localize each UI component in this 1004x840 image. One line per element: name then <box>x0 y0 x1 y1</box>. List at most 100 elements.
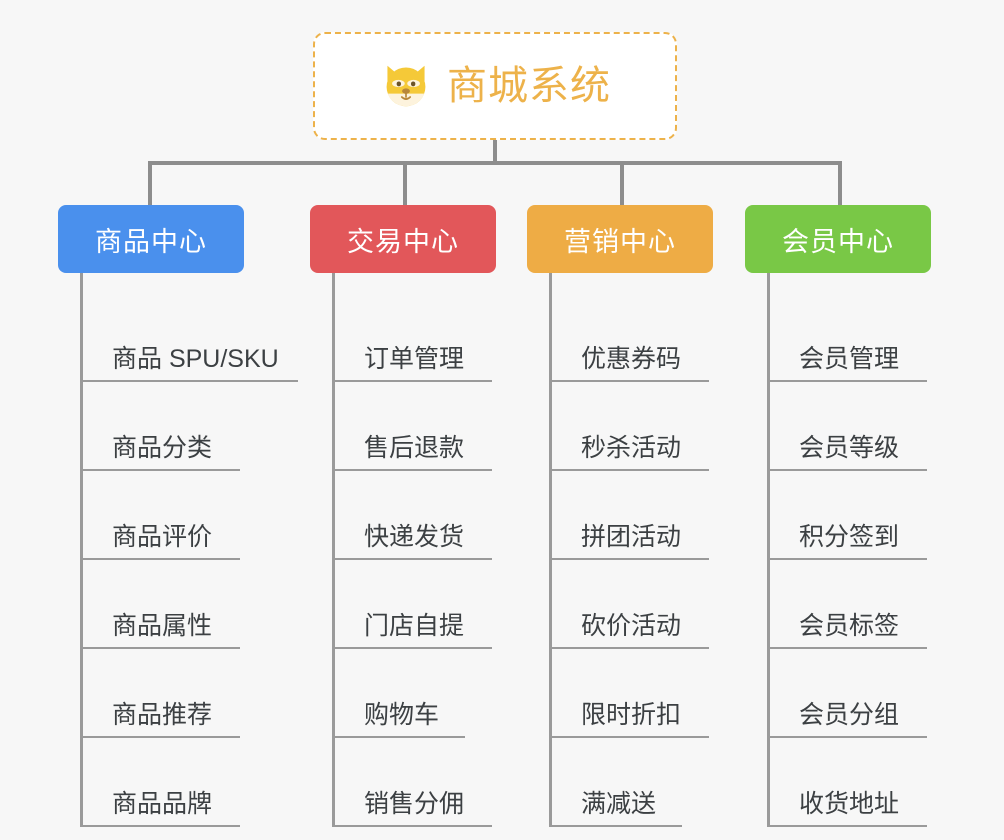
list-item[interactable]: 商品推荐 <box>80 649 244 738</box>
leaf-label: 商品分类 <box>112 433 213 462</box>
leaf-underline <box>332 469 492 471</box>
leaf-label: 限时折扣 <box>581 700 682 729</box>
leaf-label: 售后退款 <box>364 433 465 462</box>
leaf-label: 会员管理 <box>799 344 900 373</box>
leaf-label: 门店自提 <box>364 611 465 640</box>
leaf-label: 快递发货 <box>364 522 465 551</box>
category-header-1-label: 商品中心 <box>95 226 207 257</box>
leaf-label: 收货地址 <box>799 789 900 818</box>
connector-drop-column-1 <box>148 161 152 207</box>
list-item[interactable]: 商品品牌 <box>80 738 244 827</box>
category-header-1[interactable]: 商品中心 <box>58 205 244 273</box>
list-item[interactable]: 限时折扣 <box>549 649 713 738</box>
connector-horizontal-bus <box>148 161 842 165</box>
list-item[interactable]: 门店自提 <box>332 560 496 649</box>
leaf-label: 购物车 <box>364 700 440 729</box>
leaf-label: 砍价活动 <box>581 611 682 640</box>
leaf-underline <box>767 558 927 560</box>
leaf-list-3: 优惠券码 秒杀活动 拼团活动 砍价活动 限时折扣 满减送 <box>549 273 713 827</box>
leaf-underline <box>549 469 709 471</box>
leaf-label: 商品评价 <box>112 522 213 551</box>
leaf-underline <box>549 380 709 382</box>
connector-drop-column-3 <box>620 161 624 207</box>
leaf-label: 会员分组 <box>799 700 900 729</box>
list-item[interactable]: 优惠券码 <box>549 293 713 382</box>
leaf-label: 商品属性 <box>112 611 213 640</box>
list-item[interactable]: 售后退款 <box>332 382 496 471</box>
root-node-mall-system[interactable]: 商城系统 <box>313 32 677 140</box>
leaf-label: 秒杀活动 <box>581 433 682 462</box>
list-item[interactable]: 会员等级 <box>767 382 931 471</box>
category-header-3-label: 营销中心 <box>564 226 676 257</box>
spine-column-4 <box>767 273 770 827</box>
leaf-label: 会员标签 <box>799 611 900 640</box>
leaf-label: 会员等级 <box>799 433 900 462</box>
leaf-label: 满减送 <box>581 789 657 818</box>
leaf-underline <box>549 647 709 649</box>
list-item[interactable]: 购物车 <box>332 649 496 738</box>
leaf-underline <box>767 647 927 649</box>
branch-column-1: 商品中心 商品 SPU/SKU 商品分类 商品评价 商品属性 商品推荐 <box>58 205 298 827</box>
branch-column-2: 交易中心 订单管理 售后退款 快递发货 门店自提 购物车 <box>310 205 496 827</box>
connector-drop-column-2 <box>403 161 407 207</box>
root-node-title: 商城系统 <box>447 64 611 108</box>
leaf-underline <box>767 825 927 827</box>
leaf-underline <box>549 825 682 827</box>
leaf-underline <box>332 647 492 649</box>
leaf-underline <box>80 736 240 738</box>
leaf-list-2: 订单管理 售后退款 快递发货 门店自提 购物车 销售分佣 <box>332 273 496 827</box>
spine-column-2 <box>332 273 335 827</box>
leaf-underline <box>549 736 709 738</box>
leaf-underline <box>80 558 240 560</box>
leaf-underline <box>80 647 240 649</box>
list-item[interactable]: 销售分佣 <box>332 738 496 827</box>
list-item[interactable]: 砍价活动 <box>549 560 713 649</box>
category-header-2[interactable]: 交易中心 <box>310 205 496 273</box>
list-item[interactable]: 拼团活动 <box>549 471 713 560</box>
list-item[interactable]: 积分签到 <box>767 471 931 560</box>
leaf-list-4: 会员管理 会员等级 积分签到 会员标签 会员分组 收货地址 <box>767 273 931 827</box>
connector-drop-column-4 <box>838 161 842 207</box>
category-header-4[interactable]: 会员中心 <box>745 205 931 273</box>
list-item[interactable]: 秒杀活动 <box>549 382 713 471</box>
list-item[interactable]: 会员标签 <box>767 560 931 649</box>
list-item[interactable]: 商品分类 <box>80 382 244 471</box>
leaf-underline <box>332 558 492 560</box>
category-header-3[interactable]: 营销中心 <box>527 205 713 273</box>
leaf-label: 商品品牌 <box>112 789 213 818</box>
leaf-underline <box>767 469 927 471</box>
leaf-underline <box>80 380 298 382</box>
leaf-list-1: 商品 SPU/SKU 商品分类 商品评价 商品属性 商品推荐 商品品牌 <box>80 273 298 827</box>
leaf-underline <box>80 825 240 827</box>
leaf-label: 商品推荐 <box>112 700 213 729</box>
leaf-underline <box>332 736 465 738</box>
leaf-label: 拼团活动 <box>581 522 682 551</box>
dog-face-icon <box>386 65 426 107</box>
leaf-label: 积分签到 <box>799 522 900 551</box>
list-item[interactable]: 会员管理 <box>767 293 931 382</box>
leaf-label: 订单管理 <box>364 344 465 373</box>
list-item[interactable]: 快递发货 <box>332 471 496 560</box>
connector-root-stem <box>493 140 497 164</box>
list-item[interactable]: 商品评价 <box>80 471 244 560</box>
list-item[interactable]: 满减送 <box>549 738 713 827</box>
category-header-2-label: 交易中心 <box>347 226 459 257</box>
leaf-label: 商品 SPU/SKU <box>112 344 279 373</box>
list-item[interactable]: 商品属性 <box>80 560 244 649</box>
leaf-label: 优惠券码 <box>581 344 682 373</box>
leaf-underline <box>332 825 492 827</box>
list-item[interactable]: 会员分组 <box>767 649 931 738</box>
leaf-underline <box>767 380 927 382</box>
spine-column-1 <box>80 273 83 827</box>
branch-column-4: 会员中心 会员管理 会员等级 积分签到 会员标签 会员分组 <box>745 205 931 827</box>
leaf-underline <box>332 380 492 382</box>
list-item[interactable]: 订单管理 <box>332 293 496 382</box>
list-item[interactable]: 商品 SPU/SKU <box>80 293 298 382</box>
leaf-underline <box>549 558 709 560</box>
spine-column-3 <box>549 273 552 827</box>
category-header-4-label: 会员中心 <box>782 226 894 257</box>
branch-column-3: 营销中心 优惠券码 秒杀活动 拼团活动 砍价活动 限时折扣 <box>527 205 713 827</box>
leaf-underline <box>767 736 927 738</box>
list-item[interactable]: 收货地址 <box>767 738 931 827</box>
